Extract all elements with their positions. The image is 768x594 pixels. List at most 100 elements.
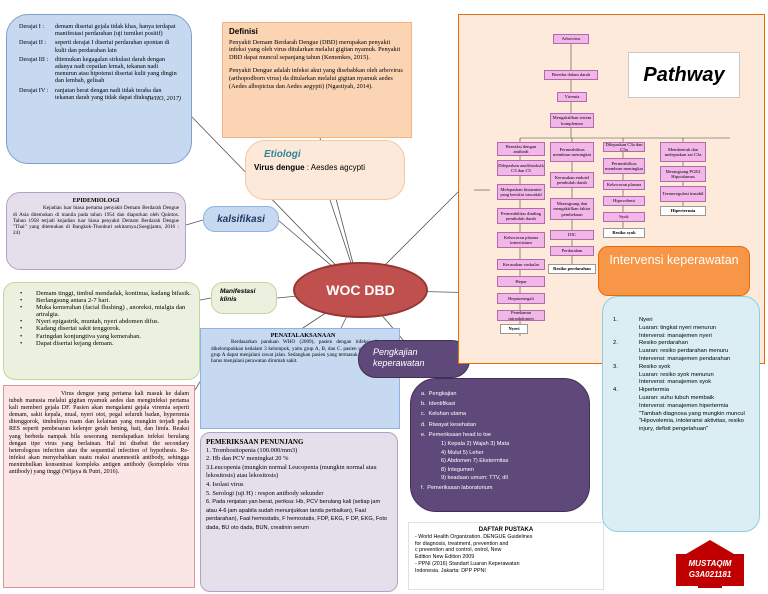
assessment-item: e. Pemeriksaan head to toe [421,431,491,438]
reference-line: - World Health Organization. DENGUE Guid… [415,533,533,540]
pathway-node: Kebocoran plasma interstisium [497,232,545,248]
references-title: DAFTAR PUSTAKA [478,527,534,533]
intervention-line: Intervensi: manajemen nyeri [639,332,712,339]
clinical-manifestation-box: Demam tinggi, timbul mendadak, kontinua,… [3,282,200,380]
assessment-subitem: 1) Kepala 2) Wajah 3) Mata [441,441,510,448]
epidemiology-text: Kejadian luar biasa pertama penyakit Dem… [13,205,179,237]
pathway-node: Bereaksi dengan antibodi [497,142,545,156]
intervention-line: Luaran: tingkat nyeri menurun [639,324,717,331]
pathway-node: Mengaktifkan sistem komplemen [550,113,594,128]
pathway-node: Membentuk dan melepaskan zat C3a [660,142,706,162]
grade-item: Derajat IV :ranjatan berat dengan nadi t… [19,86,162,101]
assessment-item: b. Identifikasi [421,401,456,408]
pathway-diagnosis-node: Resiko syok [603,228,645,238]
author-badge: MUSTAQIM G3A021181 [660,540,760,588]
pathway-node: Hepar [497,276,545,287]
grade-item: Derajat III :ditemukan kegagalan sirkula… [19,55,177,85]
pathway-diagnosis-node: Nyeri [500,324,528,334]
intervention-line: Intervensi: manajemen syok [639,379,712,386]
manifestation-item: Nyeri epigastrik, muntah, nyeri abdomen … [20,318,193,325]
intervention-line: "Tambah diagnosa yang mungkin muncul "Hi… [639,410,745,433]
pathway-diagnosis-node: Hipertermia [660,206,706,216]
pathway-node: Viremia [557,92,587,102]
pathway-node: Penekanan intraabdomen [497,310,545,321]
intervention-box: 1.Nyeri Luaran: tingkat nyeri menurun In… [602,296,760,532]
nursing-assessment-box: a. Pengkajian b. Identifikasi c. Keluhan… [410,378,590,512]
reference-line: for diagnosis, treatment, prevention and [415,540,509,547]
pathophysiology-text: Virus dengue yang pertama kali masuk ke … [9,391,189,476]
assessment-item: d. Riwayat kesehatan [421,421,477,428]
assessment-subitem: 8) Integumen [441,466,474,473]
reference-line: c prevention and control, ontrol, New [415,547,502,554]
supporting-exam-item: 1. Trombositopenia (100.000/mm3) [206,446,298,454]
definition-box: Definisi Penyakit Demam Berdarah Dengue … [222,22,412,138]
pathway-node: Permeabilitas membran meningkat [550,142,594,162]
pathway-node: Syok [603,212,645,222]
author-arrow-icon [676,540,744,588]
definition-paragraph-2: Penyakit Dengue adalah infeksi akut yang… [229,67,403,90]
definition-paragraph-1: Penyakit Demam Berdarah Dengue (DBD) mer… [229,38,401,61]
manifestation-item: Demam tinggi, timbul mendadak, kontinua,… [20,290,193,297]
grade-classification-box: Derajat I :demam disertai gejala tidak k… [6,14,192,164]
intervention-line: Intervensi: manajemen hipertermia [639,402,729,409]
reference-line: - PPNI (2016) Standart Luaran Keperawata… [415,560,520,567]
definition-title: Definisi [229,27,258,36]
author-text: MUSTAQIM G3A021181 [660,558,760,580]
etiology-text: Virus dengue : Aesdes agcypti [254,163,366,172]
epidemiology-box: EPIDEMIOLOGI Kejadian luar biasa pertama… [6,192,186,270]
supporting-exam-item: 2. Hb dan PCV meningkat 20 % [206,455,289,463]
pathway-node: Kebocoran plasma [603,180,645,190]
pathway-node: Permeabilitas dinding pembuluh darah [497,208,545,224]
grade-item: Derajat II :seperti derajat I disertai p… [19,39,170,54]
manifestation-item: Berlangsung antara 2-7 hari. [20,297,193,304]
supporting-exam-item: 5. Serologi (uji H) : respon antibody se… [206,489,324,497]
etiology-box: Etiologi Virus dengue : Aesdes agcypti [245,140,405,200]
supporting-exam-item: 3.Leucopenia (mungkin normal Leucopenia … [206,463,377,480]
intervention-item: 2.Resiko perdarahan [613,340,688,347]
grade-citation: (WHO, 2017) [147,95,181,103]
reference-line: Edition New Edition 2009 [415,554,475,561]
pathway-node: Merangsang PGE2 Hipotalamus [660,166,706,182]
assessment-item: a. Pengkajian [421,391,457,397]
pathophysiology-box: Virus dengue yang pertama kali masuk ke … [3,385,195,588]
assessment-subitem: 9) keadaan umum: TTV, dll [441,475,508,482]
management-text: Berdasarkan panduan WHO (2009), pasien d… [211,339,389,365]
pathway-node: Kerusakan vaskular [497,259,545,270]
reference-line: Indonesia. Jakarta: DPP PPNI [415,567,486,574]
pathway-node: Arbovirus [553,34,589,44]
pathway-node: Hepatomegali [497,293,545,304]
intervention-line: Luaran: suhu tubuh membaik [639,394,715,401]
pathway-node: Kerusakan endotel pembuluh darah [550,172,594,188]
supporting-exam-title: PEMERIKSAAN PENUNJANG [206,438,304,446]
manifestation-item: Kadang disertai sakit tenggorok. [20,325,193,332]
pathway-node: Beredar dalam darah [544,70,598,80]
intervention-label: Intervensi keperawatan [598,246,750,296]
intervention-item: 4.Hipertermia [613,387,669,394]
assessment-item: c. Keluhan utama [421,411,467,418]
intervention-item: 3.Resiko syok [613,363,671,370]
manifestation-item: Dapat disertai kejang demam. [20,340,193,347]
author-id: G3A021181 [688,570,732,579]
pathway-node: Melepaskan histamine yang bersifat vasoa… [497,184,545,200]
references-box: DAFTAR PUSTAKA - World Health Organizati… [408,522,604,590]
pathway-diagnosis-node: Resiko perdarahan [548,264,596,274]
pathway-node: Hipovolemi [603,196,645,206]
intervention-line: Intervensi: manajemen pendarahan [639,355,731,362]
pathway-node: Dilepaskan anafilatoksik C3 dan C5 [497,160,545,176]
pathway-node: Permeabilitas membran meningkat [603,158,645,174]
manifestation-item: Muka kemerahan (facial flushing) , anore… [20,304,193,318]
intervention-item: 1.Nyeri [613,317,653,323]
pathway-node: Termoregulasi instabil [660,186,706,202]
assessment-subitem: 6) Abdomen 7) Ekstermitas [441,458,509,465]
epidemiology-title: EPIDEMIOLOGI [72,198,120,204]
supporting-exam-box: PEMERIKSAAN PENUNJANG 1. Trombositopenia… [200,432,398,592]
classification-label: kalsifikasi [203,206,279,232]
pathway-title: Pathway [628,52,740,98]
pathway-node: Dilepaskan C3a dan C5a [603,142,645,152]
intervention-line: Luaran: resiko syok menurun [639,371,714,378]
author-name: MUSTAQIM [688,559,732,568]
pathway-node: Merangsang dan mengaktifkan faktor pembe… [550,198,594,220]
center-node: WOC DBD [293,262,428,318]
grade-item: Derajat I :demam disertai gejala tidak k… [19,23,176,38]
assessment-subitem: 4) Mulut 5) Leher [441,449,484,456]
